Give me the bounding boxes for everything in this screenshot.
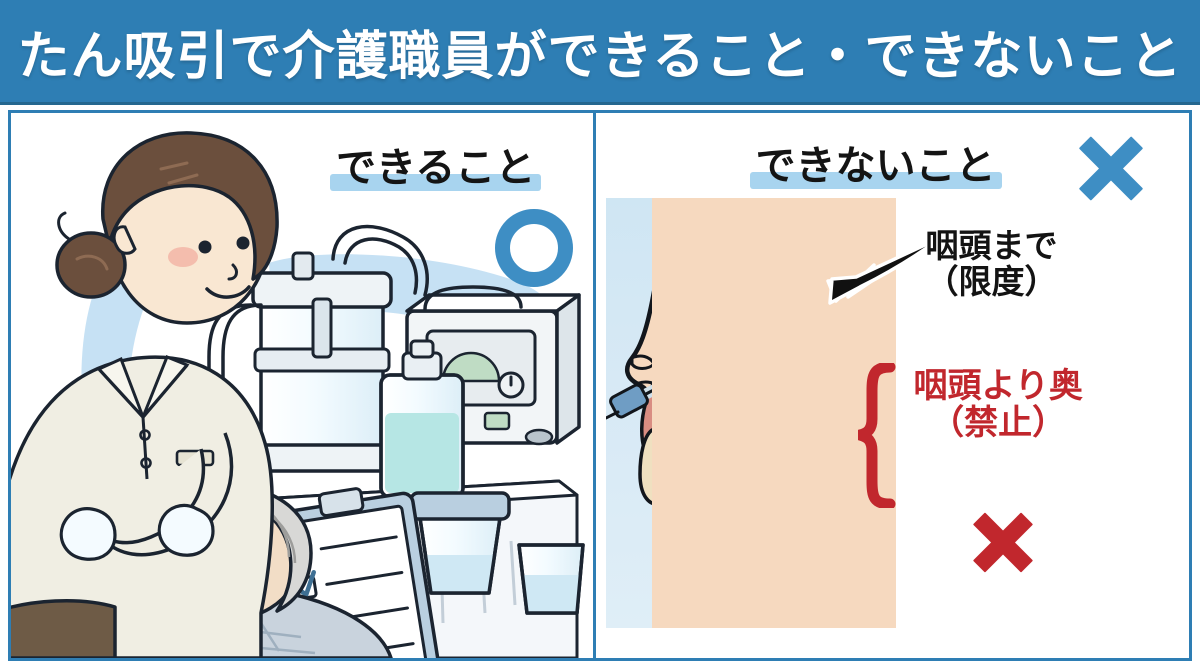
illustration-caregiver-suction-scene	[11, 113, 593, 658]
panel-can-do: できること	[11, 113, 596, 658]
x-mark-red-icon	[969, 508, 1037, 576]
curly-brace-icon	[857, 363, 898, 508]
page-title: たん吸引で介護職員ができること・できないこと	[17, 27, 1183, 86]
heading-cannot-do-text: できないこと	[755, 144, 996, 188]
illustration-head-neck-anatomy	[605, 198, 896, 628]
heading-can-do-text: できること	[336, 146, 536, 190]
panel-cannot-do: できないこと 咽頭まで	[595, 113, 1189, 658]
pointer-arrow-icon	[818, 235, 946, 317]
heading-cannot-do: できないこと	[749, 133, 1002, 191]
heading-can-do: できること	[330, 135, 542, 193]
label-pharynx-limit-line2: （限度）	[925, 262, 1058, 300]
anatomy-skin-background	[651, 198, 896, 628]
x-mark-blue-icon	[1074, 131, 1148, 205]
circle-o-icon	[495, 209, 573, 287]
label-pharynx-limit: 咽頭まで （限度）	[926, 228, 1058, 299]
label-beyond-pharynx-forbidden: 咽頭より奥 （禁止）	[914, 368, 1083, 441]
label-beyond-pharynx-line1: 咽頭より奥	[913, 367, 1083, 405]
panels-container: できること	[8, 110, 1192, 661]
label-beyond-pharynx-line2: （禁止）	[930, 403, 1067, 442]
title-banner: たん吸引で介護職員ができること・できないこと	[0, 0, 1200, 105]
label-pharynx-limit-line1: 咽頭まで	[925, 227, 1058, 264]
